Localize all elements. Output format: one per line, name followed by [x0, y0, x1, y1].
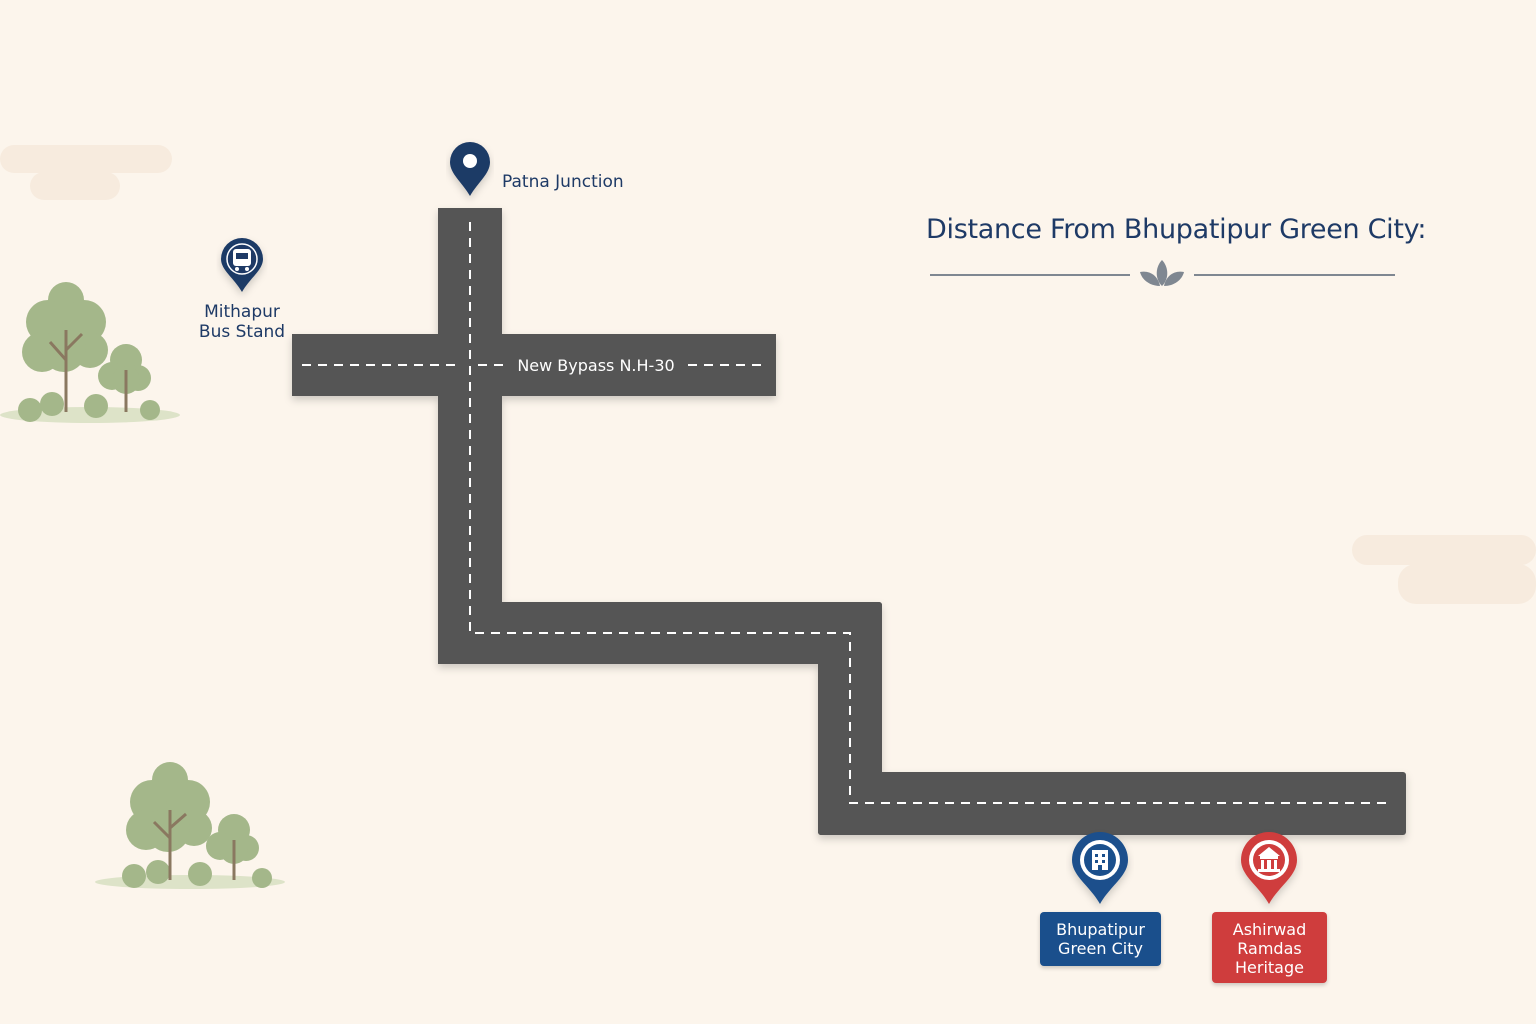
tree-icon — [95, 762, 285, 889]
place-tag-line: Ashirwad — [1232, 920, 1307, 939]
bus-icon[interactable] — [221, 238, 263, 292]
place-tag-ashirwad[interactable]: Ashirwad Ramdas Heritage — [1212, 912, 1327, 983]
divider-right — [1194, 274, 1395, 276]
place-tag-line: Bhupatipur — [1056, 920, 1145, 939]
leaf-icon — [1140, 260, 1184, 286]
divider-left — [930, 274, 1130, 276]
place-tag-line: Ramdas — [1237, 939, 1302, 958]
place-label-mithapur[interactable]: Mithapur Bus Stand — [192, 302, 292, 342]
place-label-line: Mithapur — [204, 302, 280, 322]
place-tag-line: Heritage — [1235, 958, 1304, 977]
cloud-right — [1352, 535, 1536, 604]
temple-icon[interactable] — [1241, 832, 1297, 904]
page-title: Distance From Bhupatipur Green City: — [926, 214, 1427, 245]
location-pin-icon[interactable] — [450, 142, 490, 196]
place-tag-line: Green City — [1058, 939, 1143, 958]
building-icon[interactable] — [1072, 832, 1128, 904]
road-label-nh30: New Bypass N.H-30 — [506, 355, 686, 377]
cloud-left — [0, 145, 172, 200]
road-center-lines — [302, 222, 1390, 804]
place-label-patna-junction[interactable]: Patna Junction — [502, 172, 624, 192]
place-label-line: Bus Stand — [198, 322, 286, 342]
tree-icon — [0, 282, 180, 423]
place-tag-bhupatipur[interactable]: Bhupatipur Green City — [1040, 912, 1161, 966]
